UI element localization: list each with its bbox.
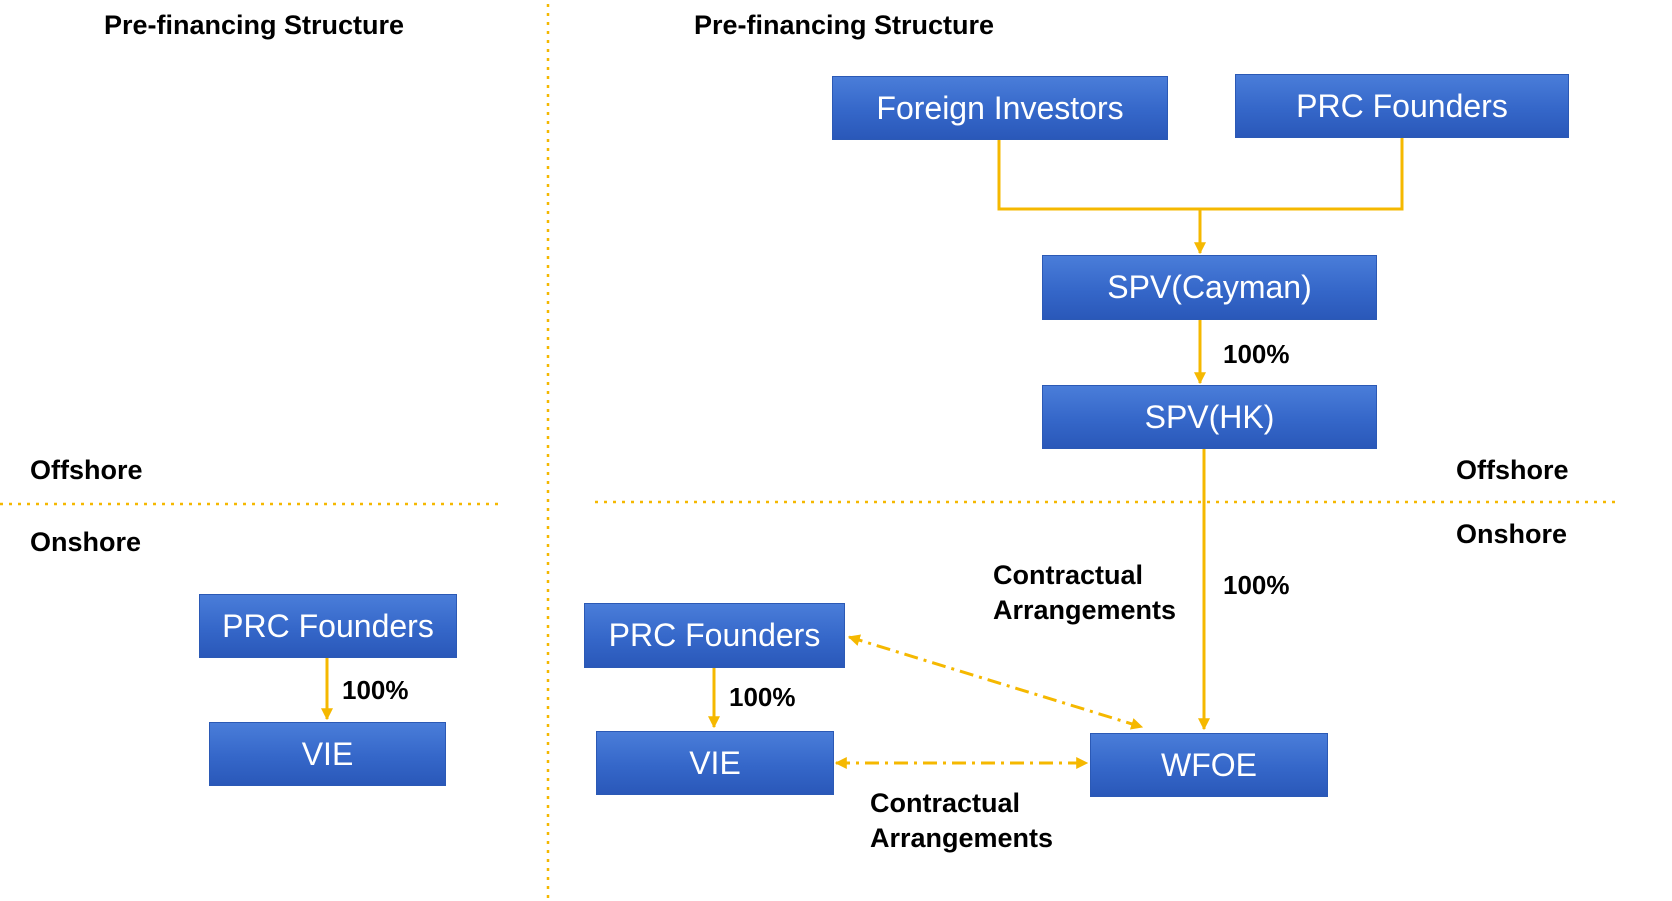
hk-wfoe-ownership-label: 100%: [1223, 570, 1290, 600]
right-founders-vie-ownership-label: 100%: [729, 682, 796, 712]
contractual-arrangements-upper-label: Contractual Arrangements: [993, 560, 1177, 625]
right-onshore-label: Onshore: [1456, 519, 1568, 549]
left-prc-founders-box: PRC Founders: [199, 594, 457, 658]
foreign-investors-box: Foreign Investors: [832, 76, 1168, 140]
contractual-arrangements-lower-label: Contractual Arrangements: [870, 788, 1054, 853]
investors-merge-line: [997, 138, 1404, 211]
left-vie-box: VIE: [209, 722, 446, 786]
right-prc-founders-top-box: PRC Founders: [1235, 74, 1569, 138]
right-vie-box: VIE: [596, 731, 834, 795]
left-panel-title: Pre-financing Structure: [104, 10, 405, 40]
right-panel-title: Pre-financing Structure: [694, 10, 995, 40]
left-offshore-label: Offshore: [30, 455, 143, 485]
left-onshore-label: Onshore: [30, 527, 142, 557]
spv-cayman-box: SPV(Cayman): [1042, 255, 1377, 320]
spv-hk-box: SPV(HK): [1042, 385, 1377, 449]
wfoe-box: WFOE: [1090, 733, 1328, 797]
right-prc-founders-box: PRC Founders: [584, 603, 845, 668]
founders-wfoe-contract-arrow: [847, 634, 1144, 730]
right-offshore-label: Offshore: [1456, 455, 1569, 485]
cayman-hk-ownership-label: 100%: [1223, 339, 1290, 369]
left-ownership-label: 100%: [342, 675, 409, 705]
